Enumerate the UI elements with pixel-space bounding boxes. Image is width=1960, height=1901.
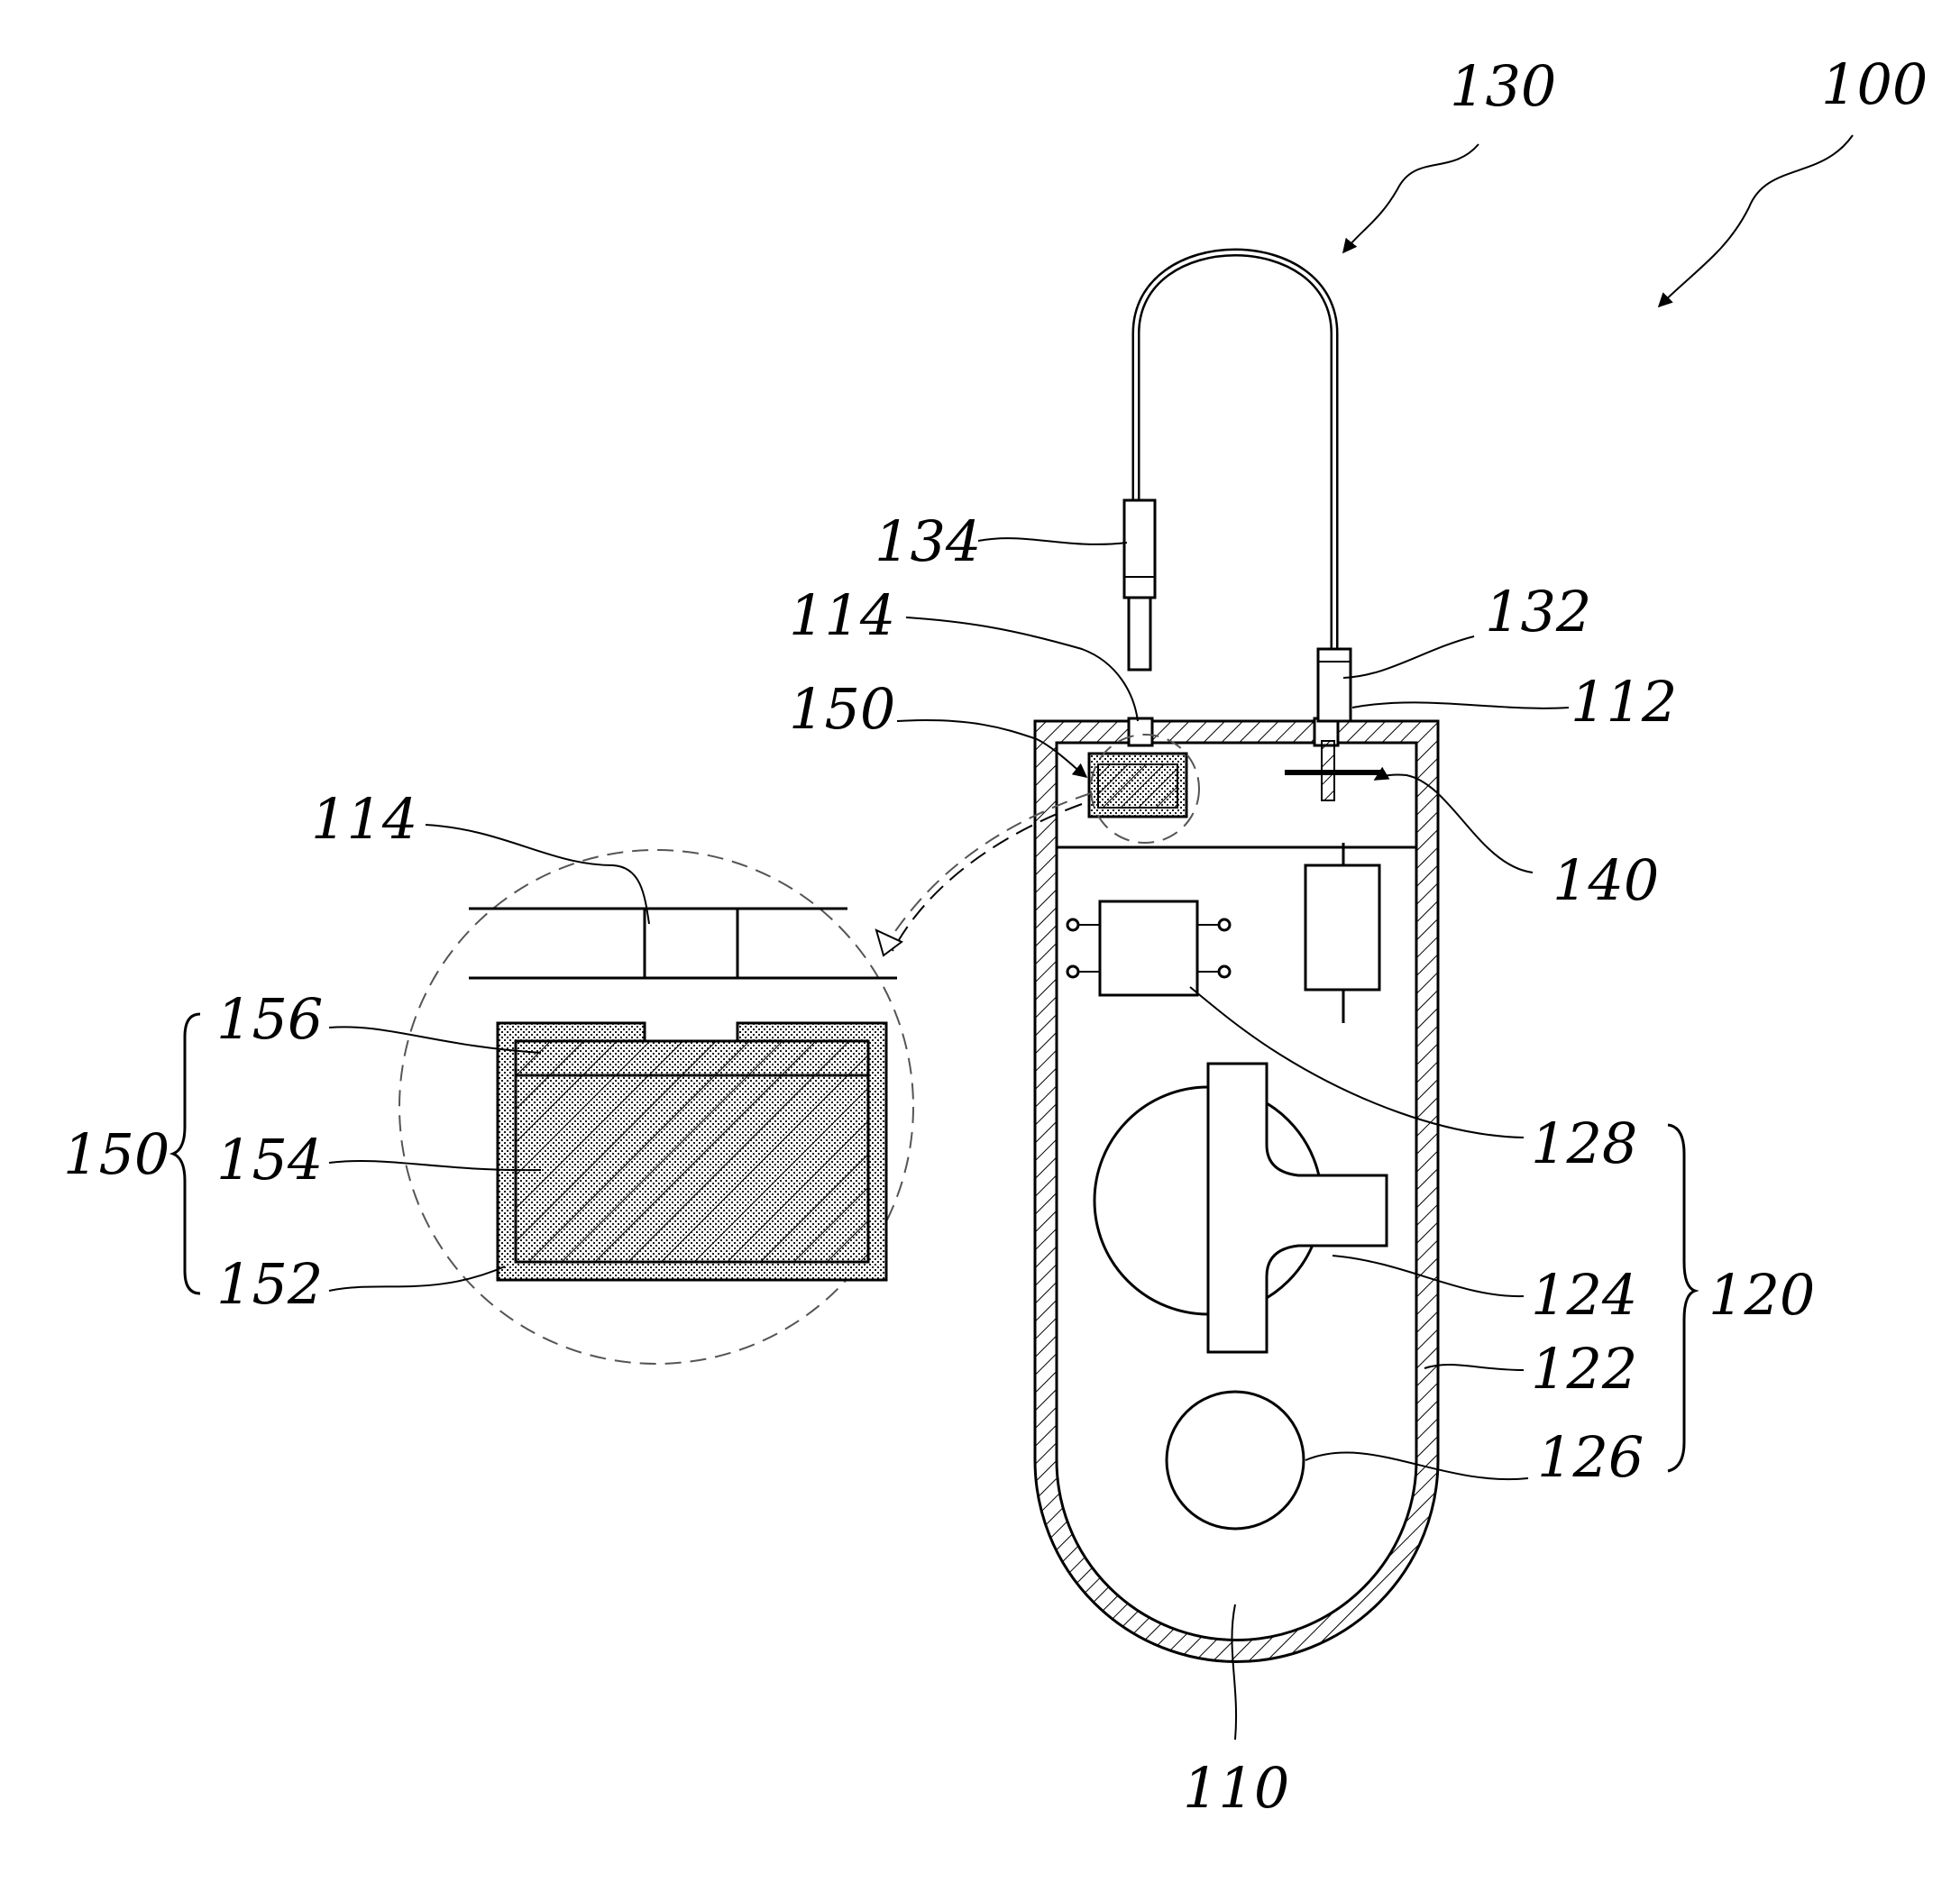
label-110: 110	[1183, 1755, 1289, 1821]
label-128: 128	[1531, 1110, 1637, 1176]
label-150-top: 150	[789, 676, 895, 742]
label-156: 156	[216, 986, 323, 1052]
port-114	[1129, 718, 1152, 745]
sensor-126	[1167, 1392, 1304, 1529]
cable-130	[1124, 252, 1351, 721]
labels: 100 130 134 132 114 112 150 140 114 156 …	[63, 51, 1928, 1821]
label-132: 132	[1485, 579, 1591, 644]
label-120: 120	[1708, 1262, 1815, 1328]
label-124: 124	[1531, 1262, 1637, 1328]
detail-view	[399, 793, 1091, 1364]
label-122: 122	[1531, 1336, 1637, 1402]
body-154	[516, 1075, 868, 1262]
label-154: 154	[216, 1127, 323, 1193]
label-100: 100	[1821, 51, 1928, 117]
label-150-detail: 150	[63, 1121, 169, 1187]
label-114-top: 114	[789, 582, 895, 648]
label-130: 130	[1450, 53, 1556, 119]
label-152: 152	[216, 1251, 323, 1317]
connector-134	[1124, 500, 1155, 598]
brace-150	[173, 1014, 200, 1293]
label-112: 112	[1571, 669, 1677, 735]
label-126: 126	[1537, 1424, 1644, 1490]
label-114-detail: 114	[311, 786, 417, 852]
connector-132	[1318, 649, 1351, 721]
label-140: 140	[1552, 847, 1659, 913]
layer-156	[516, 1041, 868, 1075]
label-134: 134	[875, 508, 981, 574]
brace-120	[1668, 1125, 1695, 1471]
